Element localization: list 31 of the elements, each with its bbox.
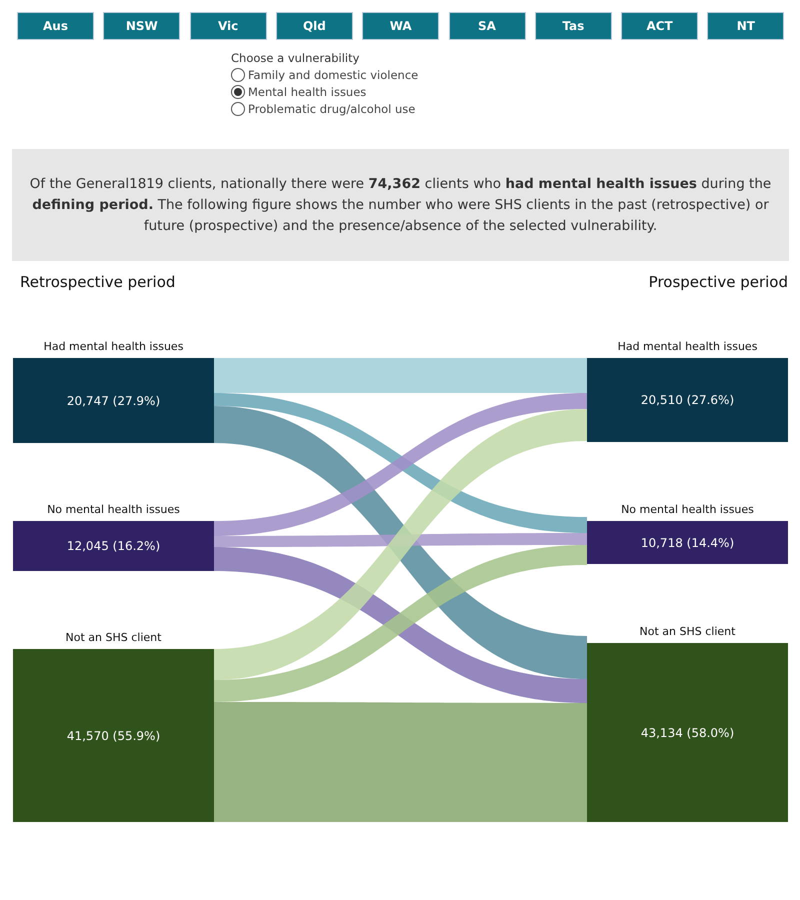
category-heading: No mental health issues (620, 503, 755, 516)
period-heading: Retrospective period (20, 273, 176, 291)
region-tab: Tas (534, 12, 612, 40)
info-paragraph: Of the General1819 clients, nationally there were 74,362 clients who had mental health issues during the defining period. The following figure shows the number who were SHS clients in the past (retrospective) or future (prospective) and the presence/absence of the selected vulnerability. (28, 175, 772, 236)
radio-option: Problematic drug/alcohol use (231, 100, 416, 117)
flow-band (214, 702, 587, 822)
value-label: 20,747 (27.9%) (66, 394, 160, 408)
region-tab: Aus (17, 12, 94, 40)
region-tab: NSW (103, 12, 180, 40)
region-tab: ACT (621, 12, 698, 40)
region-tab: NT (707, 12, 784, 40)
flow-band (214, 533, 587, 547)
radio-option: Mental health issues (231, 83, 366, 100)
value-label: 12,045 (16.2%) (66, 539, 160, 553)
value-label: 20,510 (27.6%) (640, 393, 734, 407)
region-tab: Qld (276, 12, 353, 40)
region-tab: SA (448, 12, 526, 40)
radio-group-title: Choose a vulnerability (231, 51, 360, 65)
flow-band (214, 358, 587, 393)
category-heading: Had mental health issues (42, 340, 184, 353)
category-heading: Not an SHS client (638, 625, 736, 638)
category-heading: Had mental health issues (616, 340, 758, 353)
category-heading: Not an SHS client (64, 631, 162, 644)
category-heading: No mental health issues (46, 503, 181, 516)
period-heading: Prospective period (648, 273, 788, 291)
region-tab: Vic (190, 12, 267, 40)
region-tab: WA (362, 12, 440, 40)
value-label: 10,718 (14.4%) (640, 536, 734, 550)
value-label: 41,570 (55.9%) (66, 728, 160, 742)
radio-option: Family and domestic violence (231, 66, 418, 83)
value-label: 43,134 (58.0%) (640, 726, 734, 740)
